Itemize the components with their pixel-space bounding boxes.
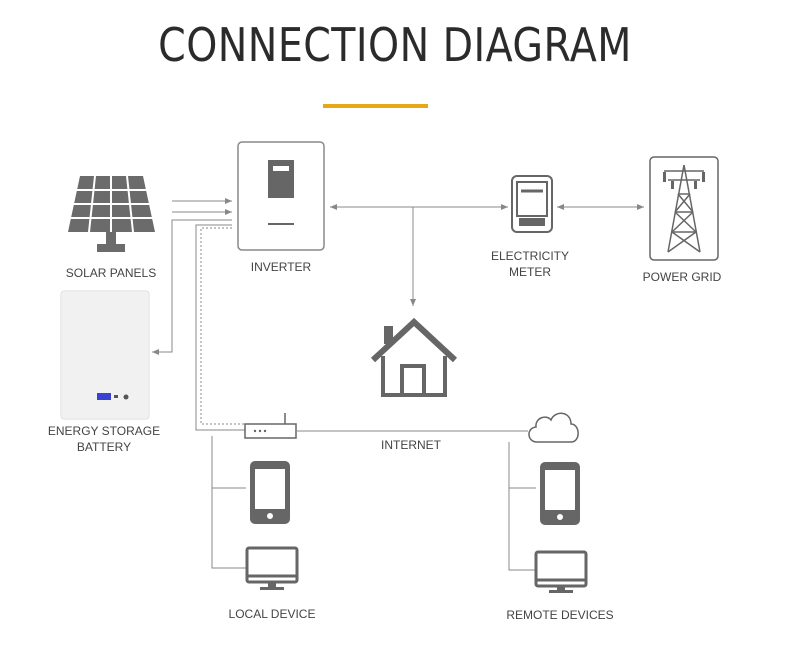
monitor-icon bbox=[245, 546, 299, 590]
phone-icon bbox=[250, 461, 290, 524]
solar-panels-label: SOLAR PANELS bbox=[65, 266, 157, 280]
inverter-to-router-line bbox=[195, 224, 245, 431]
inverter-icon bbox=[237, 141, 325, 251]
remote-monitor-icon bbox=[534, 550, 588, 593]
inverter-label: INVERTER bbox=[250, 260, 312, 274]
remote-devices-label: REMOTE DEVICES bbox=[506, 608, 614, 622]
title-underline bbox=[323, 104, 428, 108]
cloud-icon bbox=[528, 412, 579, 443]
page-title: CONNECTION DIAGRAM bbox=[158, 18, 632, 72]
battery-label-line2: BATTERY bbox=[76, 440, 132, 454]
connection-lines bbox=[152, 198, 644, 571]
battery-icon bbox=[60, 290, 150, 420]
local-branch-line bbox=[211, 436, 246, 569]
power-grid-label: POWER GRID bbox=[642, 270, 722, 284]
electricity-meter-label-line1: ELECTRICITY bbox=[490, 249, 569, 263]
inverter-to-battery-line bbox=[152, 219, 232, 355]
local-device-label: LOCAL DEVICE bbox=[228, 607, 316, 621]
router-icon bbox=[244, 413, 297, 439]
remote-phone-icon bbox=[540, 462, 580, 525]
battery-label-line1: ENERGY STORAGE bbox=[47, 424, 161, 438]
power-tower-icon bbox=[649, 156, 719, 261]
electricity-meter-label: ELECTRICITY METER bbox=[480, 248, 580, 280]
internet-label: INTERNET bbox=[381, 438, 441, 452]
battery-label: ENERGY STORAGE BATTERY bbox=[44, 423, 164, 455]
electricity-meter-label-line2: METER bbox=[509, 265, 551, 279]
inverter-to-router-data-line bbox=[200, 227, 245, 425]
solar-panel-icon bbox=[68, 175, 155, 252]
house-icon bbox=[370, 317, 458, 397]
remote-branch-line bbox=[508, 442, 536, 571]
meter-icon bbox=[511, 175, 553, 233]
